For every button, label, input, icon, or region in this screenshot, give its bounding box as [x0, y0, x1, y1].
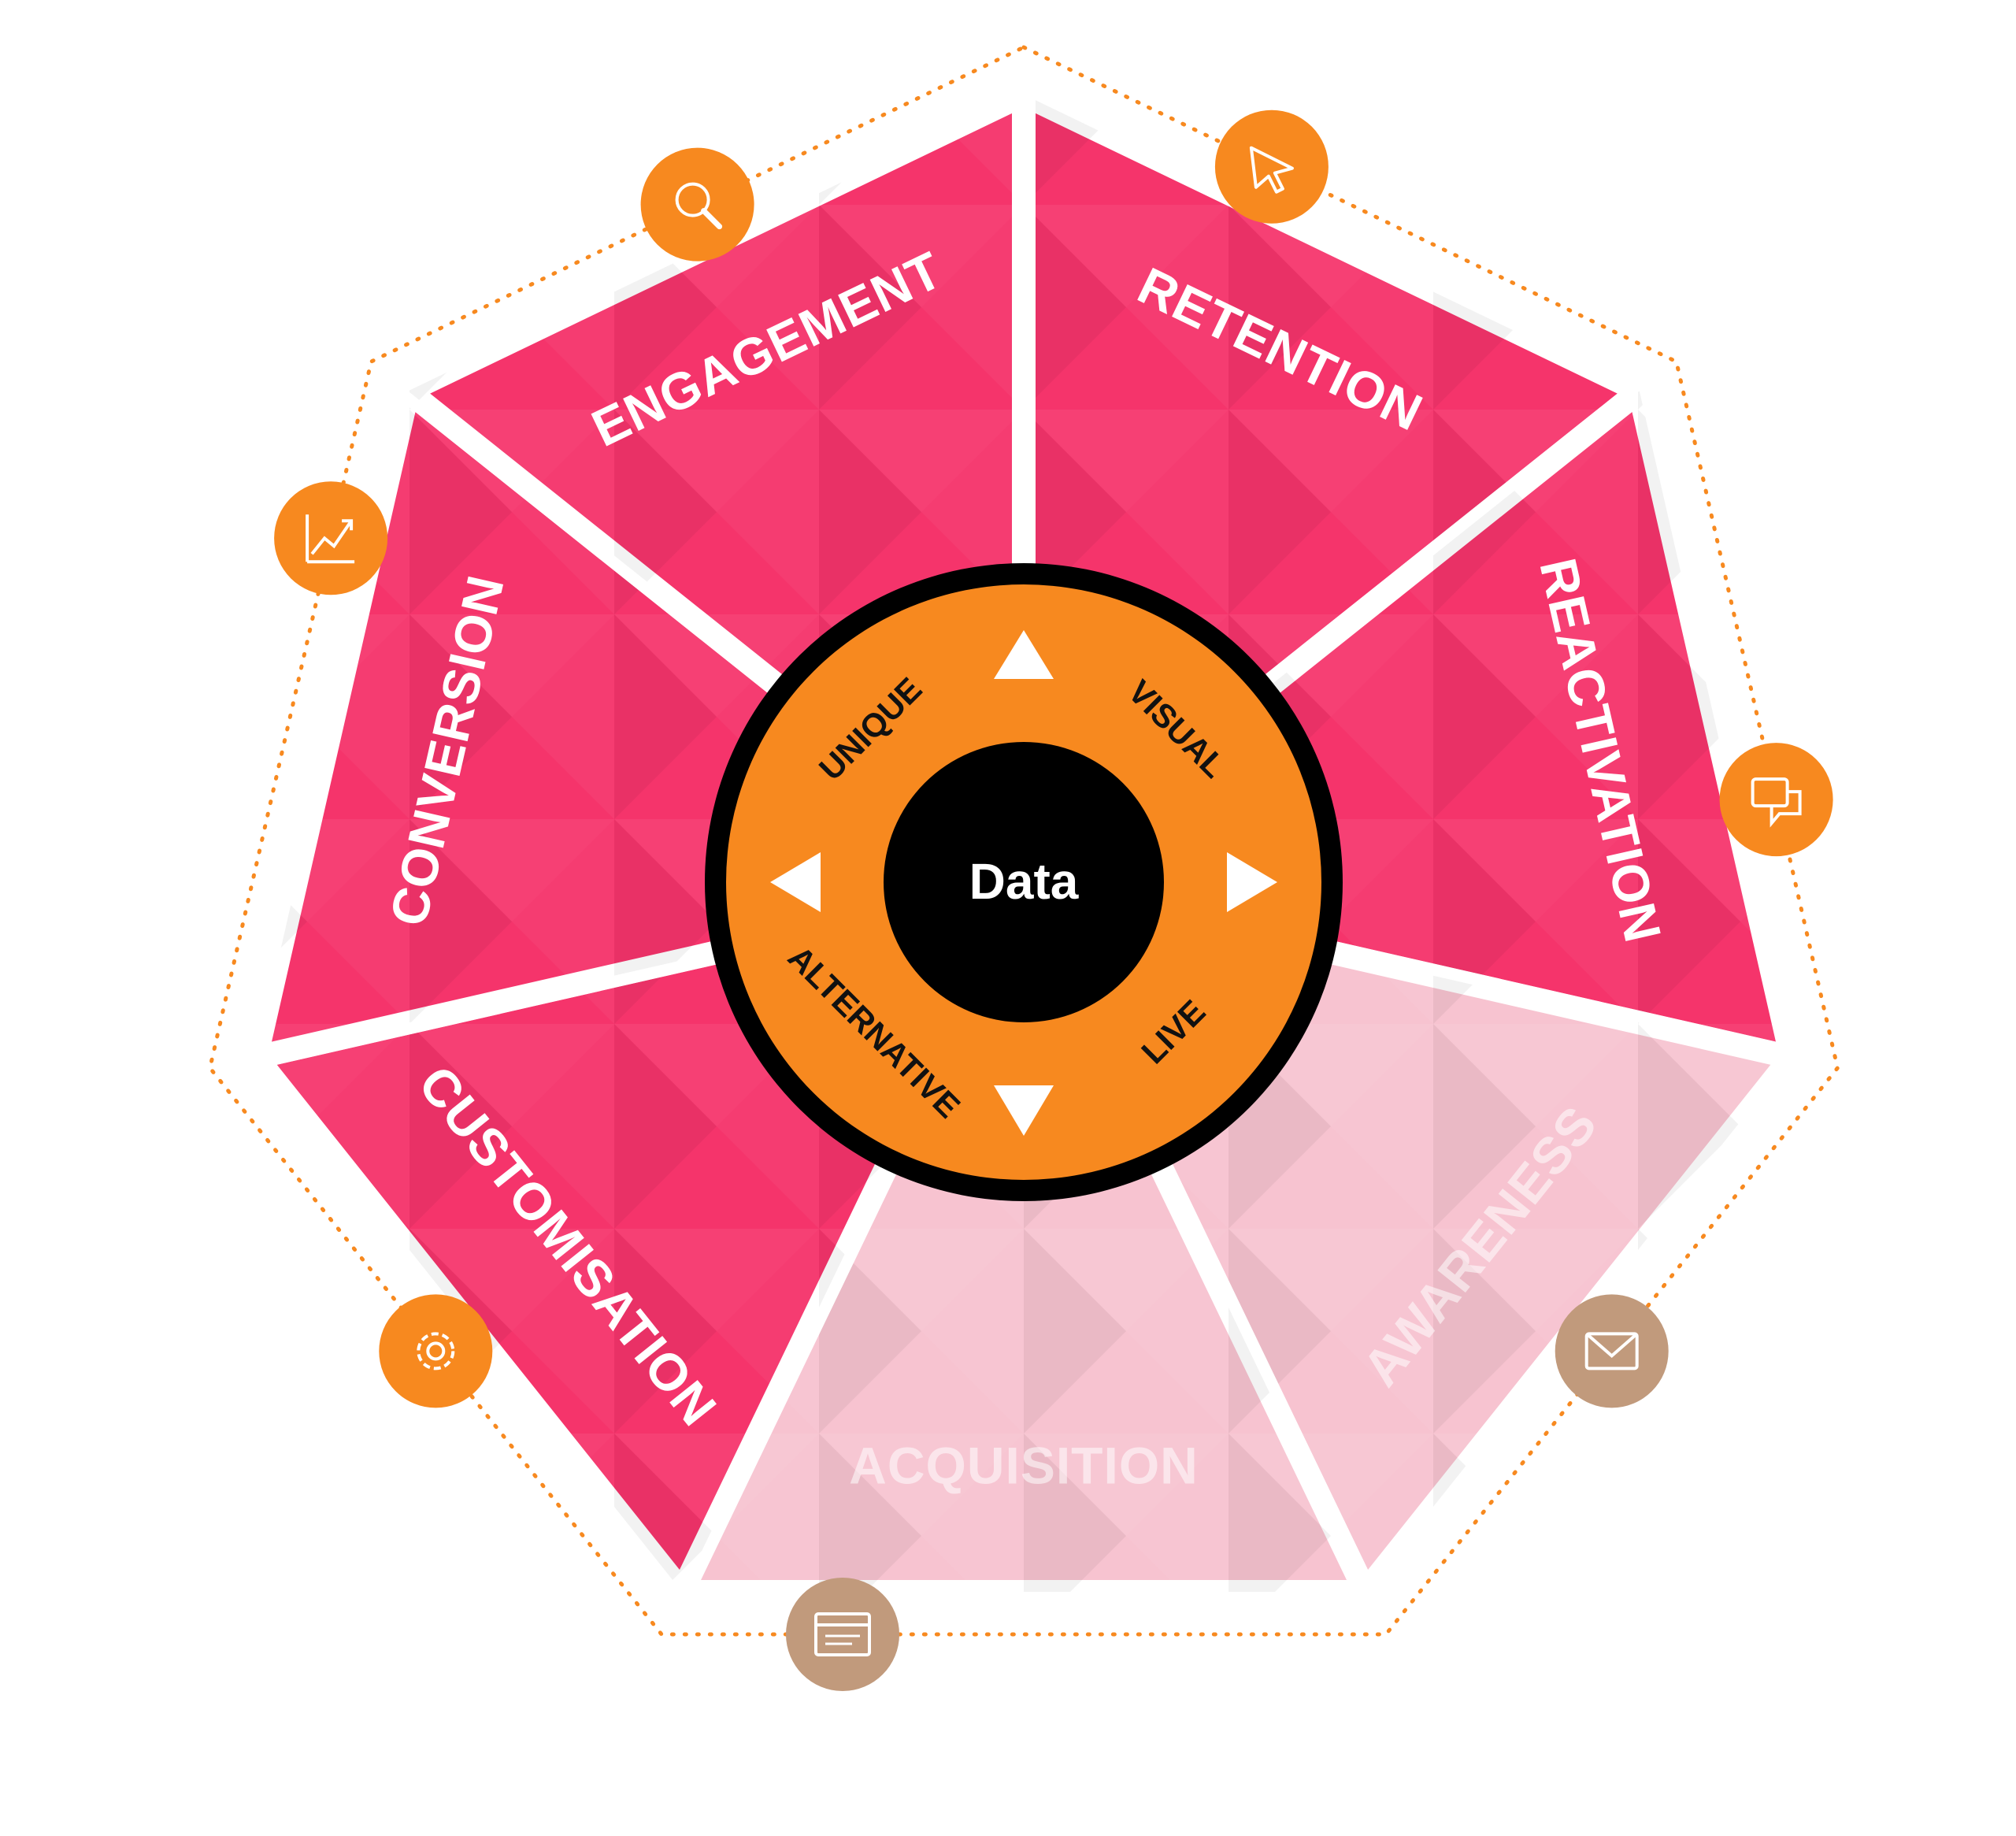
- segment-label-acquisition: ACQUISITION: [849, 1436, 1199, 1494]
- icon-group: [274, 109, 1833, 1691]
- icon-circle: [786, 1578, 899, 1691]
- icon-badge-customisation: [379, 1294, 493, 1408]
- icon-badge-acquisition: [786, 1578, 899, 1691]
- icon-badge-retention: [1214, 109, 1329, 224]
- gear-icon: [417, 1332, 455, 1371]
- envelope-icon: [1584, 1332, 1639, 1371]
- growth-chart-icon: [306, 514, 355, 564]
- icon-badge-engagement: [640, 147, 754, 261]
- icon-circle: [640, 147, 754, 261]
- dotted-heptagon-outline: [207, 45, 1840, 1637]
- arrow-right-icon: [1227, 852, 1277, 912]
- magnifier-icon: [675, 182, 723, 230]
- icon-circle: [1214, 109, 1329, 224]
- center-label: Data: [969, 853, 1079, 910]
- dotted-outline-path: [207, 45, 1840, 1637]
- arrow-down-icon: [994, 1085, 1054, 1136]
- cursor-icon: [1249, 146, 1294, 194]
- browser-window-icon: [814, 1612, 871, 1656]
- icon-badge-awareness: [1555, 1294, 1669, 1408]
- arrow-left-icon: [770, 852, 821, 912]
- chat-icon: [1751, 777, 1802, 828]
- icon-badge-conversion: [274, 481, 388, 595]
- hub-core: [884, 742, 1164, 1022]
- icon-badge-reactivation: [1719, 743, 1833, 857]
- arrow-up-icon: [994, 630, 1054, 679]
- icon-circle: [379, 1294, 493, 1408]
- icon-circle: [1555, 1294, 1669, 1408]
- icon-circle: [274, 481, 388, 595]
- icon-circle: [1719, 743, 1833, 857]
- segment-texture: [682, 882, 1366, 1592]
